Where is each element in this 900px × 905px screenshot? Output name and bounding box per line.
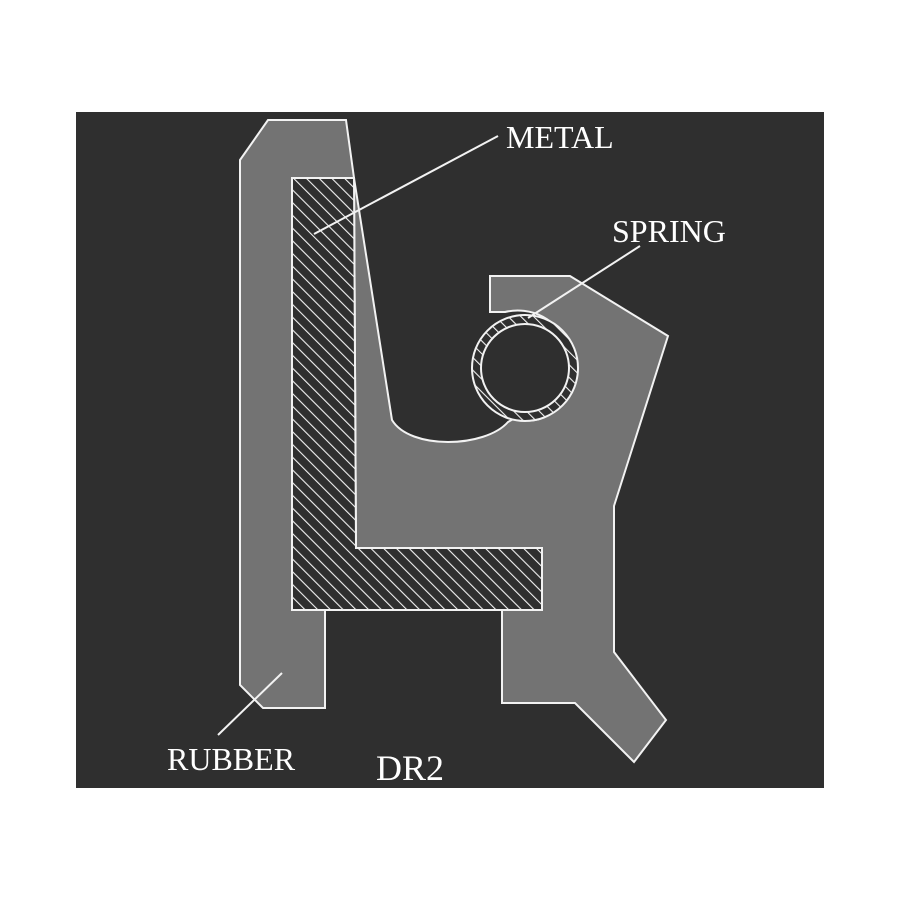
metal-leader-line <box>313 135 499 235</box>
metal-label: METAL <box>506 119 614 155</box>
model-label: DR2 <box>376 748 444 788</box>
rubber-label: RUBBER <box>167 741 296 777</box>
spring-leader-line <box>527 245 641 319</box>
rubber-leader-line <box>217 672 283 736</box>
metal-insert <box>291 177 543 611</box>
spring-label: SPRING <box>612 213 726 249</box>
spring-inner-ring <box>480 323 570 413</box>
